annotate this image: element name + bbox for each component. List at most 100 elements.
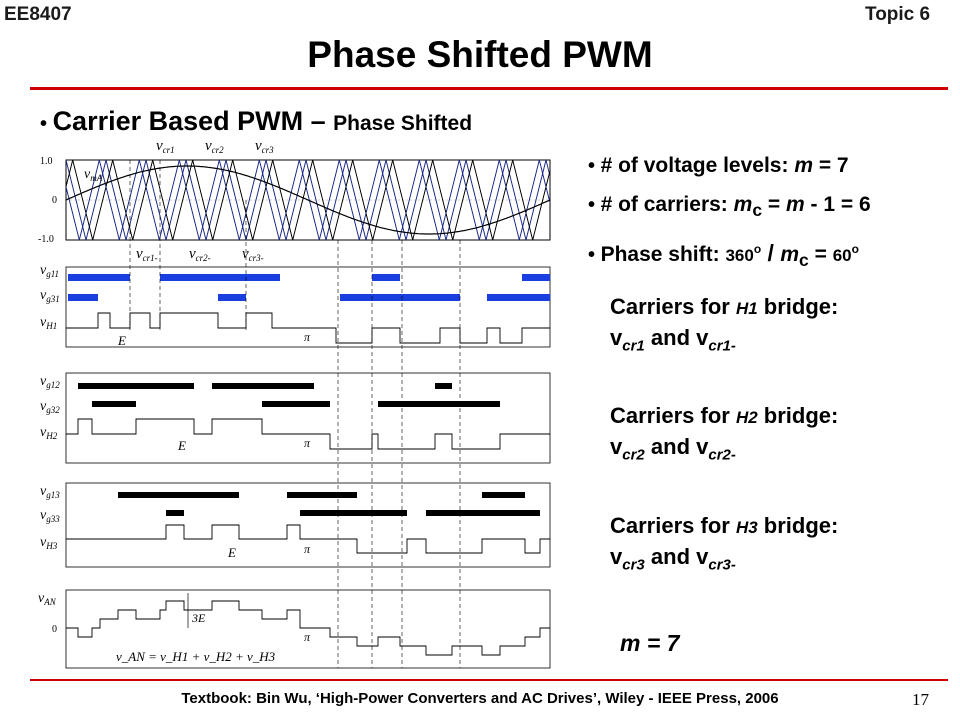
g31-pulses — [68, 294, 550, 301]
label-pi-van: π — [304, 630, 311, 644]
label-vg31: vg31 — [40, 288, 60, 304]
van-waveform: vAN 0 3E π v_AN = v_H1 + v_H2 + v_H3 — [38, 589, 551, 669]
label-3E: 3E — [191, 611, 206, 625]
levels-prefix: # of voltage levels: — [600, 154, 795, 177]
shift-slash: / — [761, 240, 781, 266]
footer-citation: Textbook: Bin Wu, ‘High-Power Converters… — [181, 690, 779, 707]
label-vcr1-minus: vcr1- — [136, 246, 158, 263]
subtitle: • Carrier Based PWM – Phase Shifted — [40, 106, 472, 137]
gate-pulse — [435, 383, 452, 389]
gate-pulse — [522, 274, 550, 281]
gate-pulse — [212, 383, 314, 389]
gate-pulse — [482, 492, 525, 498]
modulating-wave — [65, 165, 551, 235]
phase-shift-bullet: • Phase shift: 360o / mc = 60o — [588, 240, 859, 271]
h3-v2: v — [696, 544, 709, 569]
g11-pulses — [68, 274, 550, 281]
label-vcr2: vcr2 — [205, 138, 224, 155]
van-staircase-wave — [66, 600, 550, 656]
label-E-h2: E — [177, 438, 186, 453]
shift-deg1: o — [753, 242, 762, 256]
gate-pulse — [68, 294, 98, 301]
h3-and: and — [644, 544, 697, 569]
ytick-mid: 0 — [52, 195, 57, 206]
bridge-h3-waveforms: vg13 vg33 vH3 E π — [40, 482, 551, 568]
h2-l1a: Carriers for — [610, 403, 736, 428]
h3-output-wave — [66, 524, 550, 554]
h3-frame — [65, 482, 551, 568]
bridge-h3-text: Carriers for H3 bridge: vcr3 and vcr3- — [610, 511, 838, 579]
carriers-bullet: • # of carriers: mc = m - 1 = 6 — [588, 193, 871, 221]
label-vma: vmA — [84, 167, 103, 183]
shift-n1: 360 — [725, 246, 754, 265]
van-equation: v_AN = v_H1 + v_H2 + v_H3 — [116, 649, 276, 664]
h2-v1: v — [610, 434, 623, 459]
h3-bridge: H3 — [735, 518, 758, 537]
shift-n2: 60 — [832, 246, 852, 265]
label-vcr2-minus: vcr2- — [189, 246, 211, 263]
gate-pulse — [166, 510, 184, 516]
shift-deg2: o — [851, 242, 859, 256]
g13-pulses — [118, 492, 525, 498]
levels-suffix: = 7 — [813, 154, 849, 177]
page-number: 17 — [912, 690, 929, 709]
alignment-dashed-lines — [129, 160, 461, 668]
h1-and: and — [644, 325, 697, 350]
gate-pulse — [68, 274, 130, 281]
levels-bullet: • # of voltage levels: m = 7 — [588, 154, 849, 177]
label-pi-h1: π — [304, 330, 311, 344]
h1-l1b: bridge: — [757, 294, 839, 319]
h3-l1b: bridge: — [757, 513, 839, 538]
carriers-eq: = — [762, 193, 786, 216]
h1-v2: v — [696, 325, 709, 350]
h3-s2: cr3- — [708, 556, 736, 574]
gate-pulse — [372, 274, 400, 281]
h1-l1a: Carriers for — [610, 294, 736, 319]
h3-s1: cr3 — [622, 556, 645, 574]
h3-l1a: Carriers for — [610, 513, 736, 538]
topic-label: Topic 6 — [865, 4, 931, 25]
carrier-triangle-wave — [66, 160, 550, 240]
levels-var: m — [794, 154, 813, 177]
gate-pulse — [426, 510, 540, 516]
label-vcr3: vcr3 — [255, 138, 274, 155]
bridge-h2-text: Carriers for H2 bridge: vcr2 and vcr2- — [610, 401, 838, 469]
label-vh2: vH2 — [40, 425, 58, 441]
shift-var: m — [780, 243, 800, 266]
h3-v1: v — [610, 544, 623, 569]
van-zero: 0 — [52, 624, 57, 635]
ytick-top: 1.0 — [40, 156, 53, 167]
h2-output-wave — [66, 418, 550, 450]
gate-pulse — [378, 401, 500, 407]
label-E-h3: E — [227, 545, 236, 560]
footer-divider — [30, 679, 948, 681]
slide-title: Phase Shifted PWM — [307, 34, 653, 75]
carriers-prefix: # of carriers: — [600, 193, 734, 216]
g12-pulses — [78, 383, 452, 389]
label-vh3: vH3 — [40, 535, 58, 551]
gate-pulse — [218, 294, 246, 301]
bridge-h1-waveforms: vg11 vg31 vH1 E π — [40, 263, 551, 348]
h1-s1: cr1 — [622, 337, 645, 355]
gate-pulse — [118, 492, 239, 498]
subtitle-small: Phase Shifted — [333, 112, 473, 135]
gate-pulse — [487, 294, 550, 301]
ytick-bottom: -1.0 — [38, 234, 54, 245]
carriers-sub: c — [752, 200, 763, 221]
carriers-expr-var: m — [786, 193, 805, 216]
h1-frame — [65, 266, 551, 348]
label-pi-h2: π — [304, 436, 311, 450]
bullet-dot: • — [40, 113, 53, 135]
h1-v1: v — [610, 325, 623, 350]
label-vcr3-minus: vcr3- — [242, 246, 264, 263]
h2-and: and — [644, 434, 697, 459]
m-equals-label: m = 7 — [620, 630, 680, 656]
carrier-triangle-wave — [66, 160, 550, 240]
bridge-h2-waveforms: vg12 vg32 vH2 E π — [40, 372, 551, 464]
g33-pulses — [166, 510, 540, 516]
h2-s2: cr2- — [708, 446, 736, 464]
carriers-var: m — [733, 193, 753, 216]
gate-pulse — [160, 274, 280, 281]
label-vg33: vg33 — [40, 508, 60, 524]
label-vg13: vg13 — [40, 484, 60, 500]
